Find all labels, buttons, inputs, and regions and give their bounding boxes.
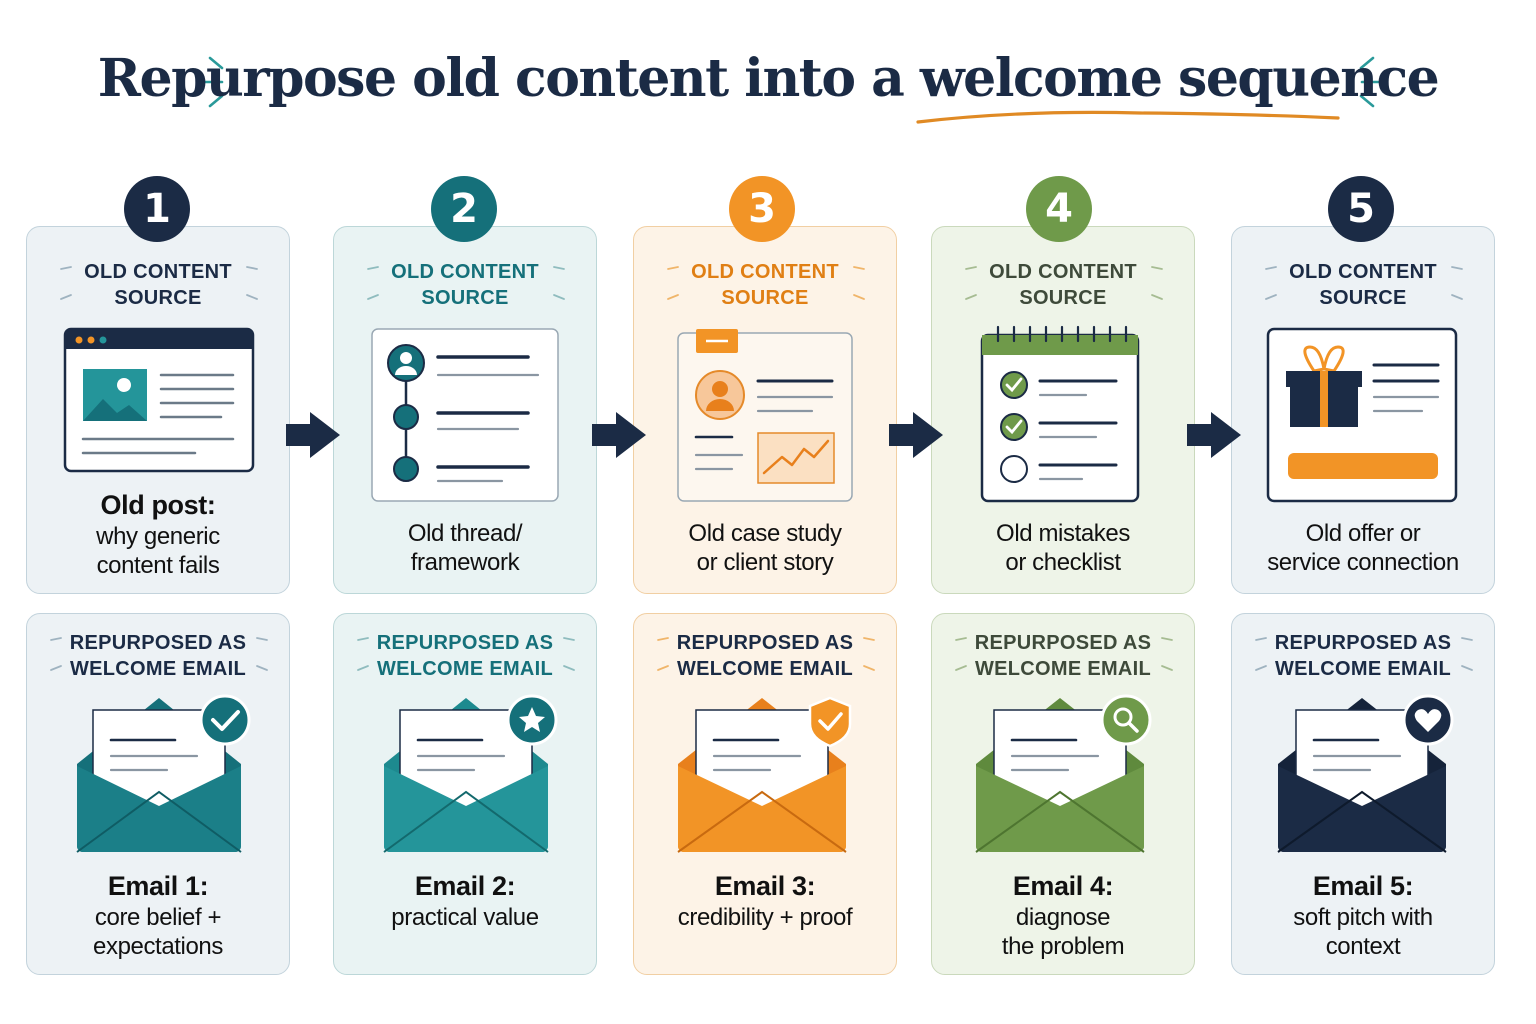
- step-badge-5: 5: [1328, 176, 1394, 242]
- eyebrow-decoration: [1255, 637, 1473, 671]
- magnifier-icon: [1100, 694, 1152, 746]
- email-envelope-icon: [975, 694, 1152, 853]
- arrow-right-icon: [286, 412, 340, 458]
- check-icon: [199, 694, 251, 746]
- email-envelope-icon: [76, 694, 251, 853]
- eyebrow-decoration: [657, 637, 875, 671]
- email-envelope-icon: [383, 694, 558, 853]
- page-title: Repurpose old content into a welcome seq…: [97, 48, 1440, 109]
- title-decoration: [198, 56, 1386, 124]
- shield-check-icon: [808, 696, 852, 748]
- email-envelope-icon: [1277, 694, 1454, 853]
- eyebrow-decoration: [357, 637, 575, 671]
- eyebrow-decoration: [667, 266, 865, 300]
- step-badge-3: 3: [729, 176, 795, 242]
- email-caption: Email 1: core belief +expectations: [93, 871, 223, 960]
- step-badge-1: 1: [124, 176, 190, 242]
- checklist-notepad-icon: [980, 325, 1140, 503]
- eyebrow-decoration: [965, 266, 1163, 300]
- eyebrow-decoration: [60, 266, 258, 300]
- case-study-icon: [677, 329, 853, 502]
- thread-framework-icon: [371, 328, 559, 502]
- arrow-right-icon: [1187, 412, 1241, 458]
- gift-offer-icon: [1266, 327, 1458, 503]
- email-caption: Email 2: practical value: [391, 871, 539, 931]
- source-caption: Old thread/framework: [407, 520, 523, 576]
- email-caption: Email 3: credibility + proof: [677, 871, 853, 931]
- eyebrow-decoration: [955, 637, 1173, 671]
- title-area: Repurpose old content into a welcome seq…: [0, 40, 1536, 130]
- eyebrow-decoration: [367, 266, 565, 300]
- blog-post-icon: [63, 327, 255, 473]
- step-badge-2: 2: [431, 176, 497, 242]
- eyebrow-decoration: [50, 637, 268, 671]
- arrow-right-icon: [592, 412, 646, 458]
- step-badge-4: 4: [1026, 176, 1092, 242]
- eyebrow-decoration: [1265, 266, 1463, 300]
- arrow-right-icon: [889, 412, 943, 458]
- email-envelope-icon: [677, 696, 852, 853]
